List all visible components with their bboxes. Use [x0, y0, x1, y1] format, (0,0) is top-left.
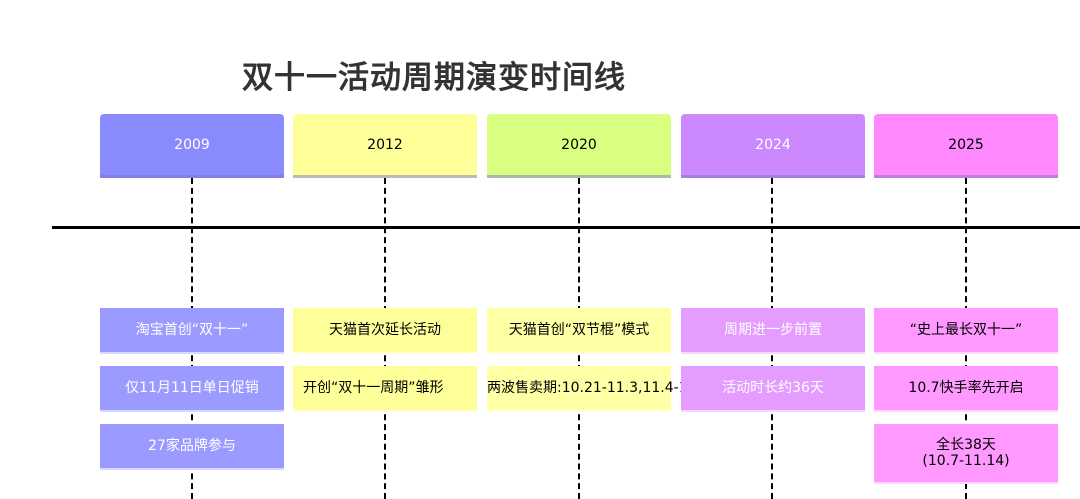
event-2009-2: 仅11月11日单日促销 [100, 366, 284, 412]
timeline-axis [52, 226, 1080, 229]
event-2025-1: “史上最长双十一” [874, 308, 1058, 354]
event-2025-3-line1: 全长38天 [936, 437, 996, 453]
period-header-2020: 2020 [487, 114, 671, 178]
event-2025-2: 10.7快手率先开启 [874, 366, 1058, 412]
period-header-2024: 2024 [681, 114, 865, 178]
event-2020-2: 两波售卖期:10.21-11.3,11.4-11.11 [487, 366, 719, 412]
event-2009-3: 27家品牌参与 [100, 424, 284, 470]
event-2009-1: 淘宝首创“双十一” [100, 308, 284, 354]
period-header-2012: 2012 [293, 114, 477, 178]
event-2012-1: 天猫首次延长活动 [293, 308, 477, 354]
page-title: 双十一活动周期演变时间线 [242, 60, 626, 96]
event-2024-1: 周期进一步前置 [681, 308, 865, 354]
period-header-2009: 2009 [100, 114, 284, 178]
event-2012-2: 开创“双十一周期”雏形 [293, 366, 477, 412]
period-header-2025: 2025 [874, 114, 1058, 178]
event-2025-3-line2: (10.7-11.14) [922, 453, 1010, 469]
event-2024-2: 活动时长约36天 [681, 366, 865, 412]
event-2020-1: 天猫首创“双节棍”模式 [487, 308, 671, 354]
event-2025-3: 全长38天 (10.7-11.14) [874, 424, 1058, 484]
